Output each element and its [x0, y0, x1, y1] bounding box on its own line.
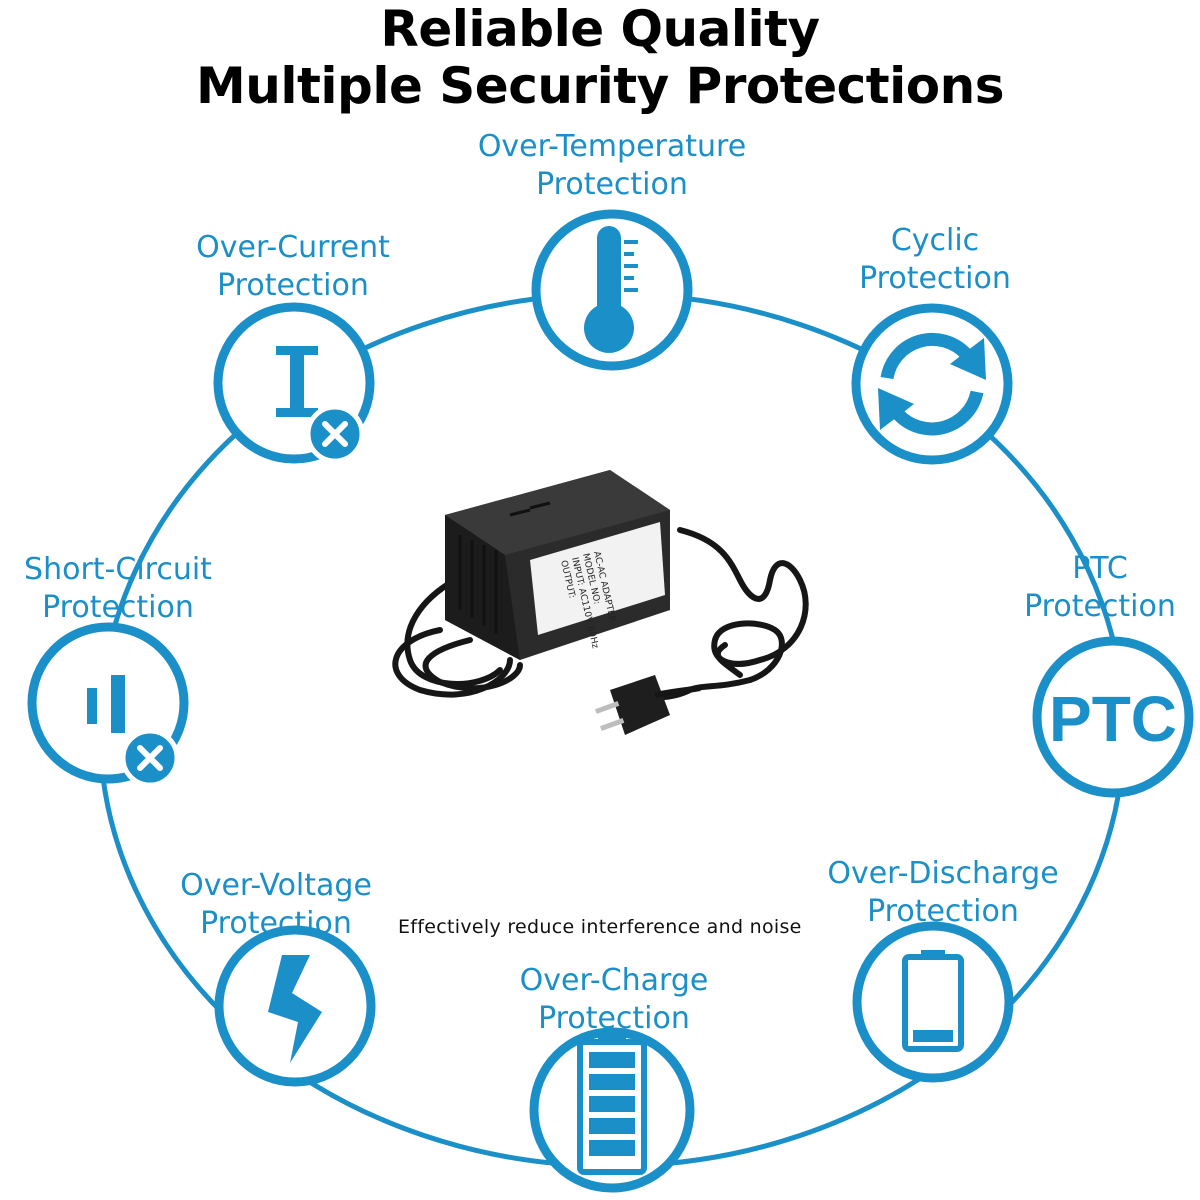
battery-low-icon	[852, 921, 1014, 1083]
title-line-1: Reliable Quality	[380, 0, 820, 58]
thermometer-icon	[531, 209, 693, 371]
short-circuit-icon	[27, 622, 189, 788]
battery-full-icon	[529, 1027, 695, 1193]
ac-adapter-image: AC-AC ADAPTER MODEL NO: INPUT: AC110V 60…	[392, 470, 809, 735]
cycle-arrows-icon	[851, 303, 1013, 465]
caption-text: Effectively reduce interference and nois…	[398, 916, 802, 938]
current-cross-icon	[213, 302, 375, 464]
ptc-icon: PTC	[1032, 636, 1194, 798]
title-line-2: Multiple Security Protections	[196, 57, 1005, 115]
lightning-icon	[214, 925, 376, 1087]
ptc-icon-text: PTC	[1049, 683, 1177, 755]
